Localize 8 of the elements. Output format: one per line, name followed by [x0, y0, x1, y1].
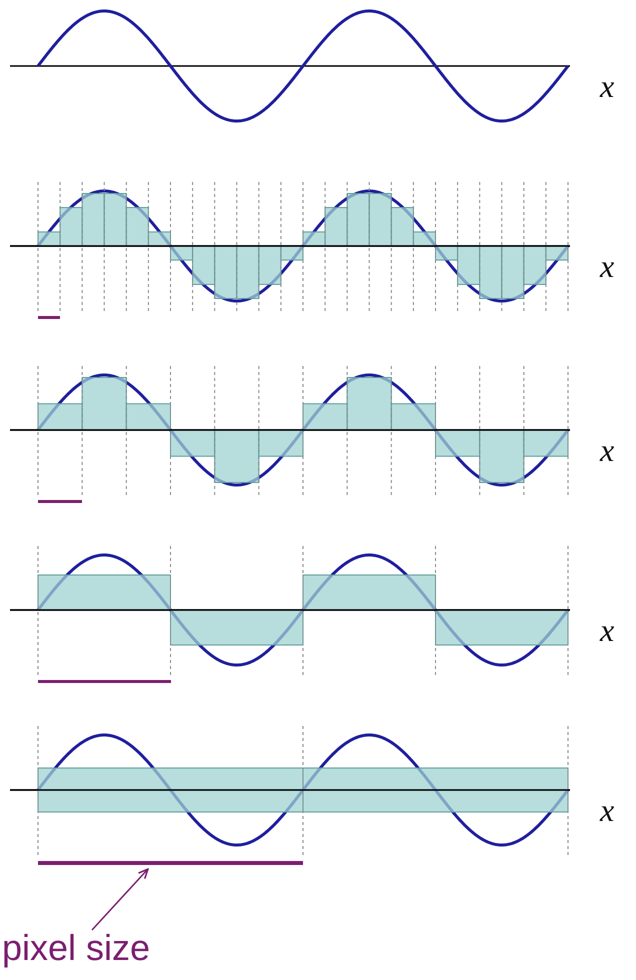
- arrow: [91, 868, 149, 930]
- pixel-size-bar: [38, 861, 303, 865]
- axis-label: x: [600, 250, 614, 282]
- caption-text: pixel size: [2, 928, 150, 968]
- axis-label: x: [600, 434, 614, 466]
- axis-label: x: [600, 794, 614, 826]
- axis-label: x: [600, 70, 614, 102]
- axis-label: x: [600, 614, 614, 646]
